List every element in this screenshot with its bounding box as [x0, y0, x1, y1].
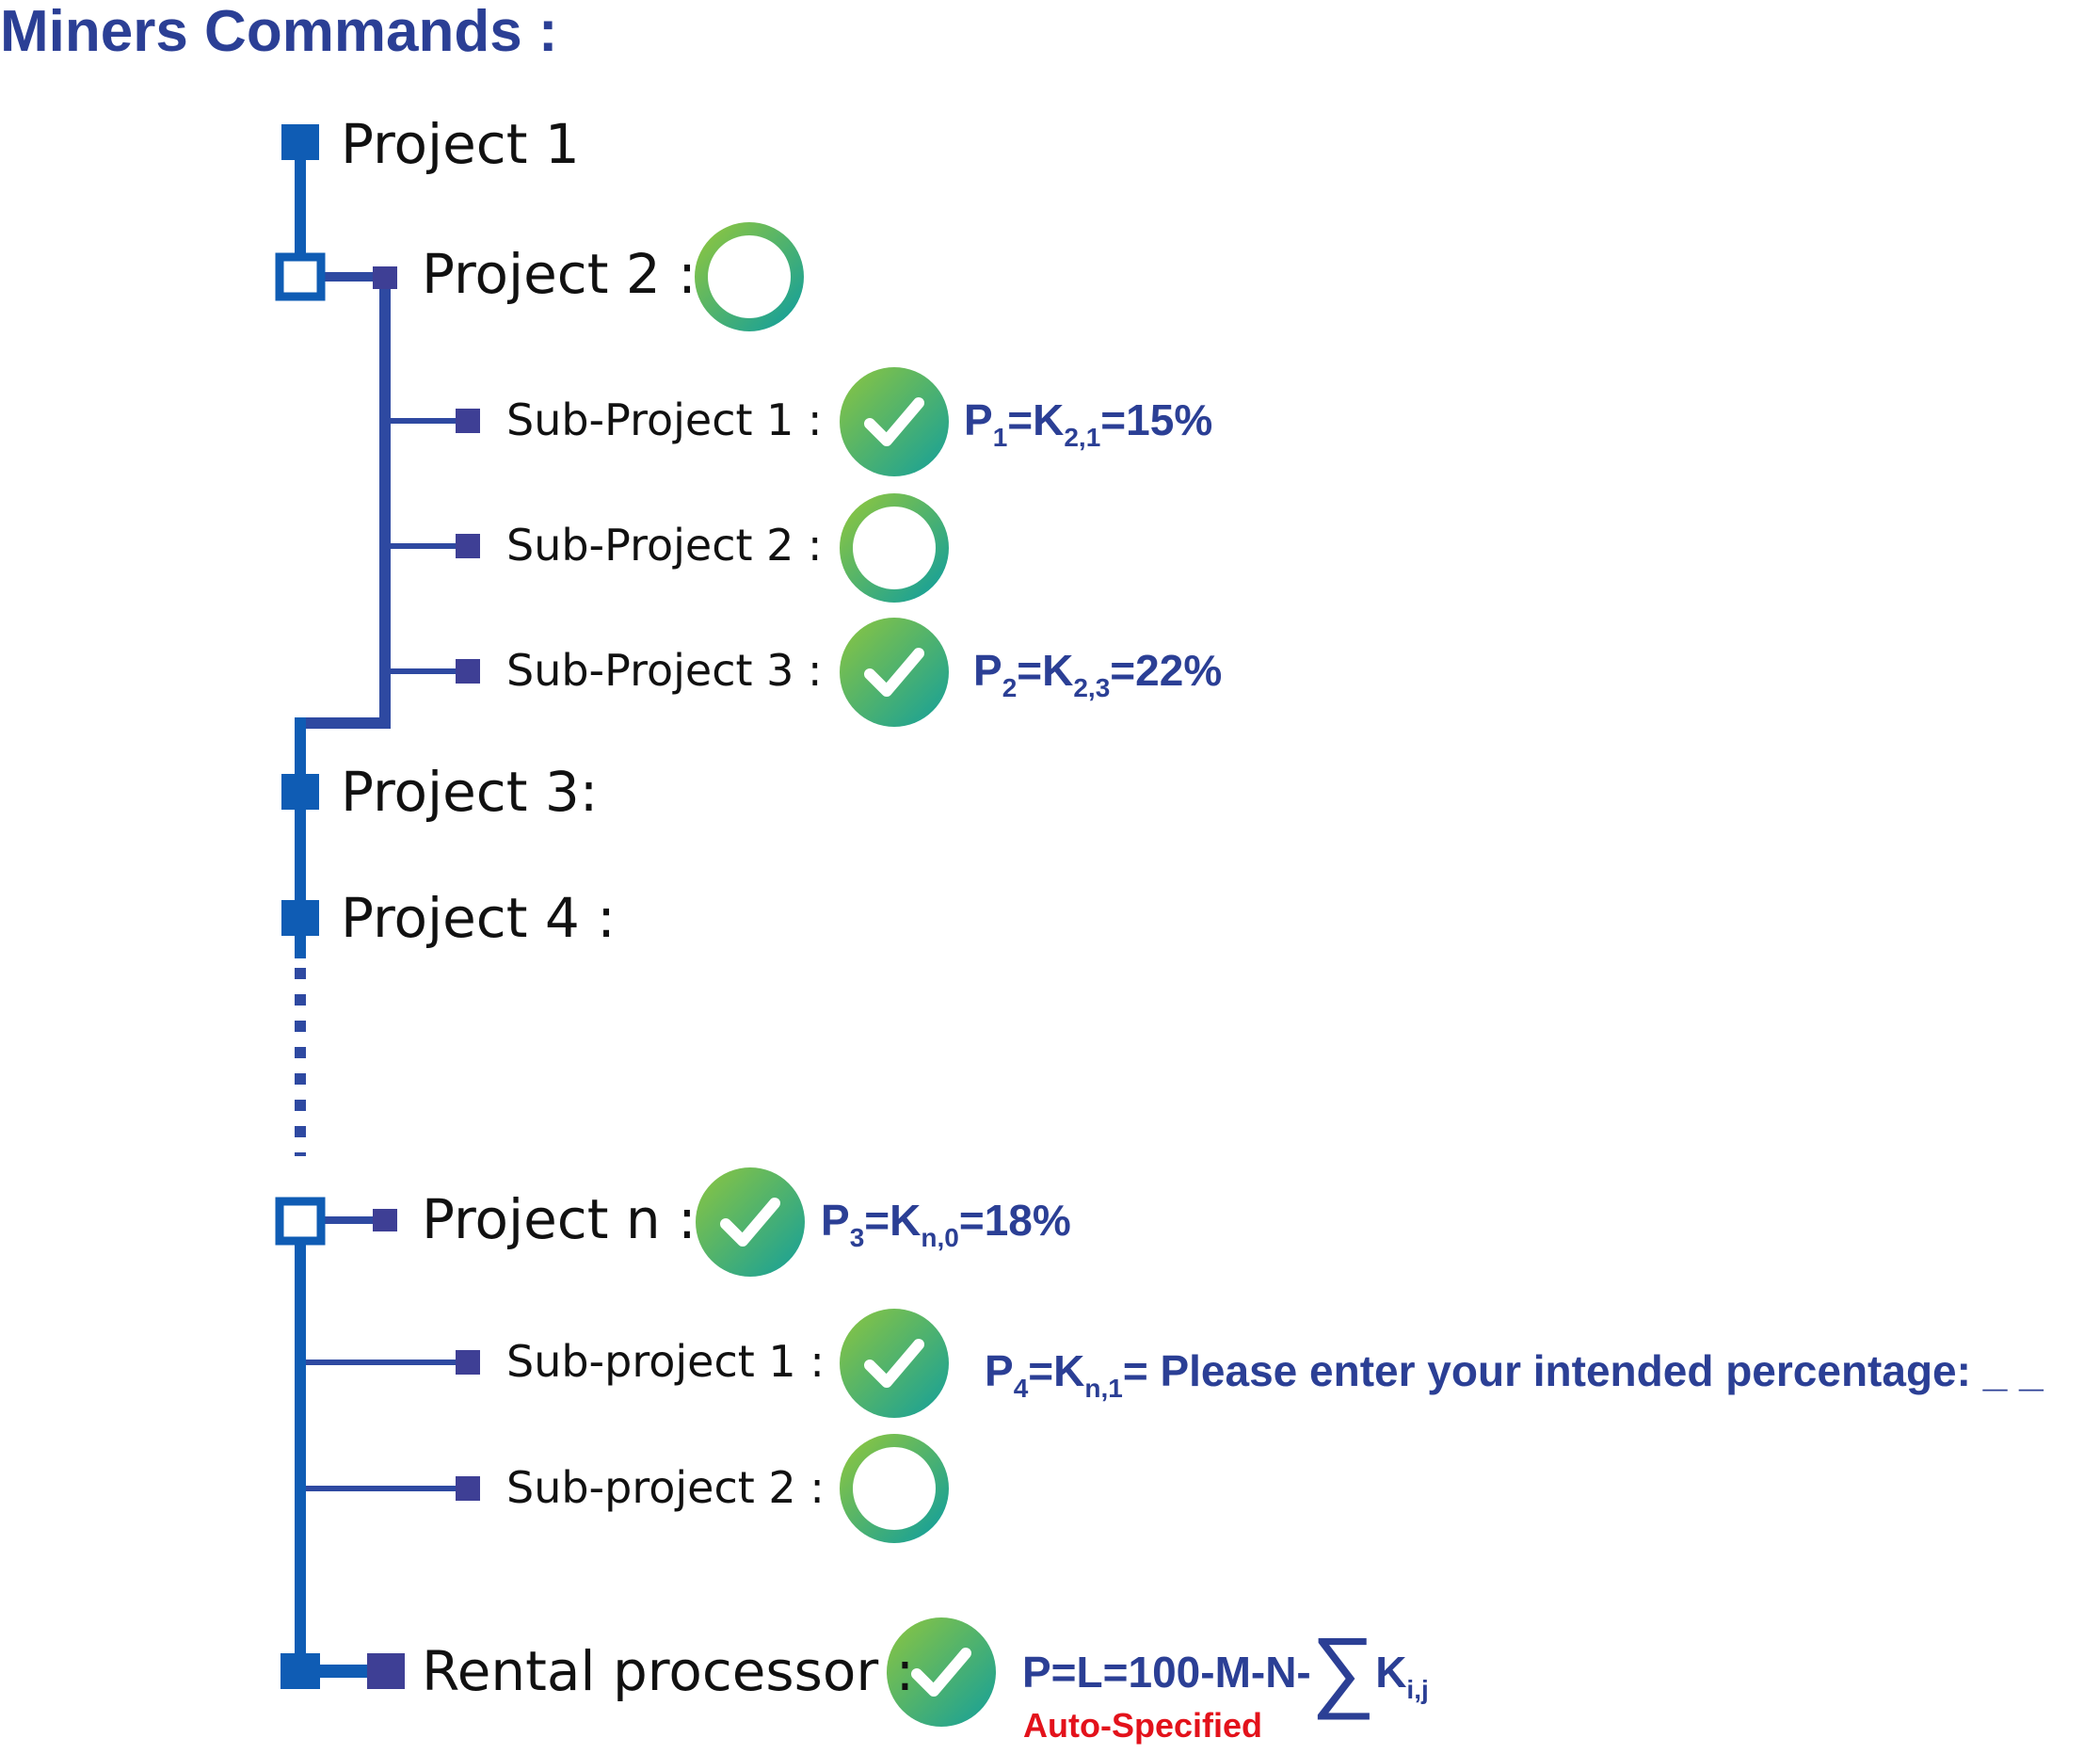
sigma-symbol: ∑: [1310, 1619, 1376, 1720]
project-n-status-checked-icon[interactable]: [696, 1167, 805, 1277]
p2-sub-1-node: [456, 409, 480, 433]
formula-p3: P3=Kn,0=18%: [821, 1196, 1071, 1252]
rental-status-checked-icon[interactable]: [887, 1617, 996, 1727]
auto-specified-label: Auto-Specified: [1023, 1706, 1263, 1745]
p2-sub-2-status-unchecked-icon[interactable]: [840, 493, 949, 603]
p2-sub-3-label: Sub-Project 3 :: [506, 645, 823, 696]
project-3-node: [281, 774, 319, 810]
project-n-node: [275, 1197, 326, 1246]
p2-sub-3-status-checked-icon[interactable]: [840, 618, 949, 727]
project-2-status-unchecked-icon[interactable]: [695, 222, 804, 331]
project-4-label: Project 4 :: [341, 886, 616, 950]
p2-sub-1-status-checked-icon[interactable]: [840, 367, 949, 476]
pn-sub-1-status-checked-icon[interactable]: [840, 1309, 949, 1418]
p2-sub-1-label: Sub-Project 1 :: [506, 394, 823, 445]
project-n-label: Project n :: [422, 1187, 697, 1251]
pn-sub-2-status-unchecked-icon[interactable]: [840, 1434, 949, 1543]
p2-sub-3-node: [456, 659, 480, 684]
formula-p2: P2=K2,3=22%: [973, 646, 1223, 702]
project-4-node: [281, 900, 319, 936]
project-2-node: [275, 252, 326, 301]
pn-sub-2-label: Sub-project 2 :: [506, 1462, 825, 1513]
formula-p1: P1=K2,1=15%: [964, 395, 1213, 452]
pn-sub-2-node: [456, 1476, 480, 1501]
rental-node: [281, 1653, 320, 1689]
formula-p4-input-prompt[interactable]: P4=Kn,1= Please enter your intended perc…: [985, 1346, 2044, 1403]
p2-sub-2-label: Sub-Project 2 :: [506, 520, 823, 571]
pn-sub-1-label: Sub-project 1 :: [506, 1336, 825, 1387]
rental-processor-label: Rental processor :: [422, 1639, 915, 1703]
project-2-end-node: [373, 266, 397, 289]
formula-rental: P=L=100-M-N-∑Ki,j: [1022, 1619, 1429, 1720]
pn-sub-1-node: [456, 1350, 480, 1375]
page-title: Miners Commands :: [0, 0, 558, 64]
project-3-label: Project 3:: [341, 760, 599, 824]
rental-end-node: [367, 1653, 405, 1689]
project-n-end-node: [373, 1209, 397, 1231]
project-2-label: Project 2 :: [422, 242, 697, 306]
project-1-label: Project 1: [341, 112, 580, 176]
p2-sub-2-node: [456, 534, 480, 558]
project-1-node: [281, 124, 319, 160]
